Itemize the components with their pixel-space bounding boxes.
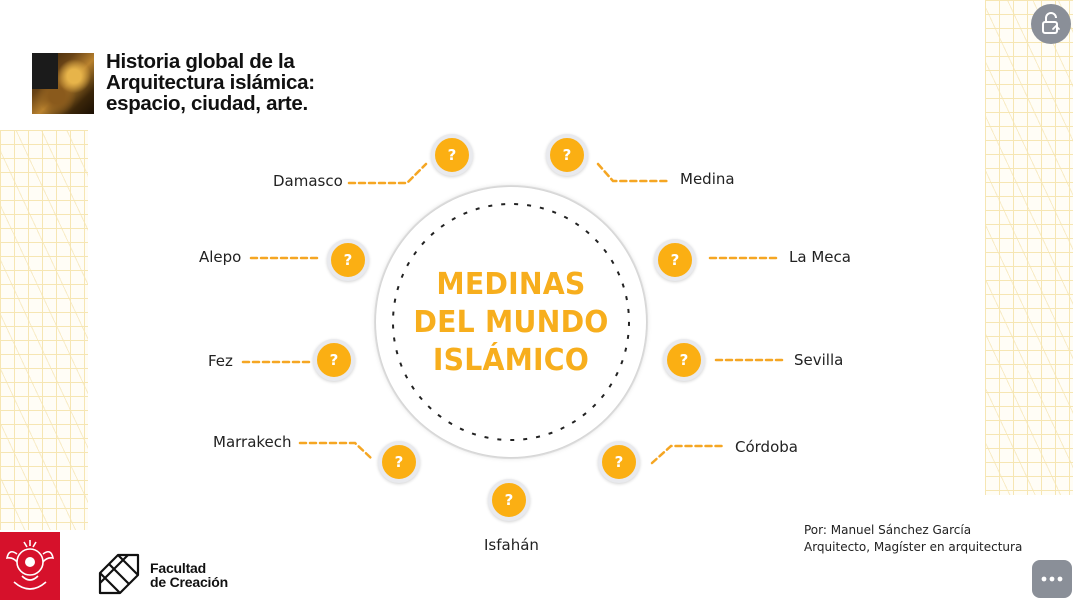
more-options-button[interactable] bbox=[1032, 560, 1072, 598]
marker-alepo[interactable]: ? bbox=[327, 239, 369, 281]
presentation-title-line: Arquitectura islámica: bbox=[106, 71, 315, 94]
center-title: MEDINAS DEL MUNDO ISLÁMICO bbox=[404, 266, 618, 380]
city-label-fez: Fez bbox=[208, 352, 233, 370]
presentation-title-line: espacio, ciudad, arte. bbox=[106, 92, 308, 115]
marker-marrakech[interactable]: ? bbox=[378, 441, 420, 483]
city-label-marrakech: Marrakech bbox=[213, 433, 292, 451]
center-dashed-ring bbox=[392, 203, 630, 441]
center-title-line: DEL MUNDO bbox=[413, 305, 609, 340]
city-label-isfahan: Isfahán bbox=[484, 536, 539, 554]
city-label-sevilla: Sevilla bbox=[794, 351, 844, 369]
city-label-alepo: Alepo bbox=[199, 248, 242, 266]
connector-medina bbox=[596, 162, 670, 183]
more-dots-icon bbox=[1041, 576, 1063, 582]
shield-emblem bbox=[5, 540, 55, 590]
marker-sevilla[interactable]: ? bbox=[663, 339, 705, 381]
center-title-line: MEDINAS bbox=[436, 267, 586, 302]
marker-medina[interactable]: ? bbox=[546, 134, 588, 176]
marker-la-meca[interactable]: ? bbox=[654, 239, 696, 281]
connector-damasco bbox=[347, 162, 428, 185]
center-circle bbox=[376, 187, 646, 457]
credits-degree: Arquitecto, Magíster en arquitectura bbox=[804, 540, 1023, 554]
center-title-line: ISLÁMICO bbox=[432, 343, 590, 378]
author-credits: Por: Manuel Sánchez García Arquitecto, M… bbox=[804, 522, 1022, 556]
presentation-title: Historia global de la Arquitectura islám… bbox=[106, 51, 406, 114]
city-label-cordoba: Córdoba bbox=[735, 438, 798, 456]
city-label-damasco: Damasco bbox=[273, 172, 343, 190]
university-shield-icon bbox=[0, 532, 60, 600]
marker-cordoba[interactable]: ? bbox=[598, 441, 640, 483]
marker-isfahan[interactable]: ? bbox=[488, 479, 530, 521]
faculty-logo-line: de Creación bbox=[150, 574, 228, 590]
header-thumbnail-image bbox=[32, 53, 94, 114]
faculty-logo-line: Facultad bbox=[150, 560, 206, 576]
faculty-logo-text: Facultad de Creación bbox=[150, 561, 228, 589]
unlock-button[interactable] bbox=[1031, 4, 1071, 44]
marker-fez[interactable]: ? bbox=[313, 339, 355, 381]
connector-marrakech bbox=[298, 441, 373, 460]
marker-damasco[interactable]: ? bbox=[431, 134, 473, 176]
presentation-title-line: Historia global de la bbox=[106, 50, 295, 73]
decorative-grid-right bbox=[985, 0, 1073, 495]
credits-author: Por: Manuel Sánchez García bbox=[804, 523, 972, 537]
cube-wireframe-icon bbox=[98, 553, 140, 595]
decorative-grid-left bbox=[0, 130, 88, 530]
connector-cordoba bbox=[650, 444, 726, 465]
unlock-icon bbox=[1042, 12, 1060, 34]
city-label-la-meca: La Meca bbox=[789, 248, 851, 266]
city-label-medina: Medina bbox=[680, 170, 735, 188]
